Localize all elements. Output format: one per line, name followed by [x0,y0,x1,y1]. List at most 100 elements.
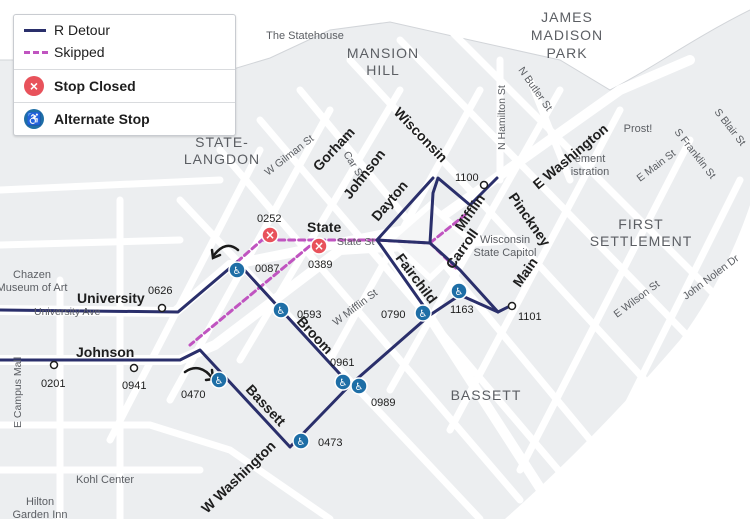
wheelchair-icon: ♿ [215,376,224,387]
svg-text:W Mifflin St: W Mifflin St [331,287,381,328]
svg-text:Wisconsin: Wisconsin [391,104,451,165]
stop-id-label: 1101 [518,311,542,323]
stop-0941[interactable]: 0941 [122,363,146,393]
stop-closed-marker[interactable] [310,237,328,255]
svg-text:E Campus Mall: E Campus Mall [12,357,24,428]
svg-text:University: University [77,290,145,306]
svg-text:S Blair St: S Blair St [712,106,748,148]
close-x-icon: × [265,228,275,242]
legend-skipped-label: Skipped [54,44,105,60]
close-x-icon: × [24,76,44,96]
alternate-stop-marker[interactable] [450,282,468,300]
wheelchair-icon: ♿ [455,287,464,298]
stop-id-label: 0252 [257,213,281,225]
skipped-line-swatch [24,50,48,54]
svg-text:PARK: PARK [546,45,587,61]
stop-id-label: 0389 [308,259,332,271]
stop-id-label: 0593 [297,309,321,321]
close-x-icon: × [314,239,324,253]
stop-1101[interactable]: 1101 [507,301,542,324]
svg-text:istration: istration [571,166,610,178]
svg-text:University Ave: University Ave [34,306,100,318]
alternate-stop-marker[interactable] [272,301,290,319]
stop-0989[interactable]: ♿0989 [350,377,395,409]
regular-stop-marker[interactable] [479,180,489,190]
legend-alternate: ♿ Alternate Stop [14,102,235,135]
stop-0593[interactable]: ♿ 0593 [272,301,321,321]
svg-text:Hilton: Hilton [26,496,54,508]
alternate-stop-marker[interactable] [334,373,352,391]
svg-text:Wisconsin: Wisconsin [480,234,530,246]
stop-0470[interactable]: ♿ 0470 [181,371,228,401]
stop-1100[interactable]: 1100 [455,172,489,190]
map-legend: R Detour Skipped × Stop Closed ♿ Alterna… [13,14,236,136]
stop-0087[interactable]: ♿ 0087 [228,261,279,279]
stop-id-label: 0961 [330,357,354,369]
svg-text:Kohl Center: Kohl Center [76,474,134,486]
regular-stop-marker[interactable] [49,360,59,370]
alternate-stop-marker[interactable] [292,432,310,450]
legend-skipped: Skipped [14,41,235,69]
stop-id-label: 0989 [371,397,395,409]
stop-id-label: 0473 [318,437,342,449]
stop-0252[interactable]: × 0252 [257,213,281,244]
svg-text:MADISON: MADISON [531,27,603,43]
svg-text:Museum of Art: Museum of Art [0,282,67,294]
svg-text:Johnson: Johnson [76,344,134,360]
turn-arrow-state [210,244,240,260]
stop-id-label: 0087 [255,263,279,275]
alternate-stop-marker[interactable] [210,371,228,389]
alternate-stop-marker[interactable] [228,261,246,279]
svg-text:HILL: HILL [366,62,400,78]
legend-closed-label: Stop Closed [54,78,136,94]
svg-text:LANGDON: LANGDON [184,151,260,167]
turn-arrow-johnson [183,366,215,382]
wheelchair-icon: ♿ [277,306,286,317]
svg-text:JAMES: JAMES [541,9,593,25]
stop-id-label: 0470 [181,389,205,401]
stop-0201[interactable]: 0201 [41,360,65,391]
svg-text:ement: ement [575,153,606,165]
svg-text:S Franklin St: S Franklin St [672,126,719,181]
wheelchair-icon: ♿ [233,266,242,277]
wheelchair-icon: ♿ [339,378,348,389]
stop-closed-marker[interactable] [261,226,279,244]
detour-line-swatch [24,28,46,32]
regular-stop-marker[interactable] [507,301,517,311]
stop-1163[interactable]: ♿1163 [450,282,474,316]
stop-id-label: 0201 [41,378,65,390]
alternate-stop-marker[interactable] [414,304,432,322]
legend-detour: R Detour [14,15,235,41]
svg-text:Chazen: Chazen [13,269,51,281]
svg-text:State Capitol: State Capitol [474,247,537,259]
wheelchair-icon: ♿ [24,109,44,129]
svg-text:SETTLEMENT: SETTLEMENT [590,233,693,249]
alternate-stop-marker[interactable] [350,377,368,395]
detour-route [0,176,514,449]
svg-text:The Statehouse: The Statehouse [266,30,344,42]
stop-0790[interactable]: ♿ 0790 [381,304,432,322]
stop-id-label: 0626 [148,285,172,297]
legend-detour-label: R Detour [54,22,111,38]
stop-0389[interactable]: × 0389 [308,237,332,271]
wheelchair-icon: ♿ [419,309,428,320]
regular-stop-marker[interactable] [157,303,167,313]
stops-layer: ×0252×0389♿0087♿0593♿0961♿0989♿0790♿1163… [41,172,542,450]
stop-id-label: 0941 [122,380,146,392]
svg-text:STATE-: STATE- [195,134,249,150]
stop-0961[interactable]: ♿ 0961 [330,357,354,391]
stop-0473[interactable]: ♿0473 [292,432,342,450]
place-labels: The Statehouse Wisconsin State Capitol C… [0,30,652,519]
stop-id-label: 0790 [381,309,405,321]
svg-text:Garden Inn: Garden Inn [12,509,67,519]
legend-closed: × Stop Closed [14,69,235,102]
svg-text:BASSETT: BASSETT [451,387,522,403]
regular-stop-marker[interactable] [129,363,139,373]
lake-monona [505,205,750,519]
svg-text:MANSION: MANSION [347,45,419,61]
svg-text:State: State [307,219,341,235]
svg-text:Prost!: Prost! [624,123,653,135]
svg-text:FIRST: FIRST [618,216,663,232]
stop-0626[interactable]: 0626 [148,285,172,313]
